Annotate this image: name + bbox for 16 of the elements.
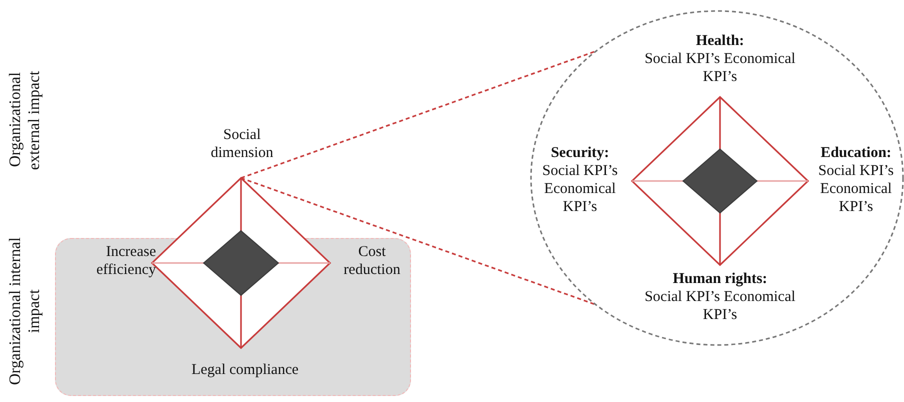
kpi-text: Social KPI’s Economical KPI’s [541,162,619,216]
kpi-text: Social KPI’s Economical KPI’s [817,162,895,216]
kpi-text: Social KPI’s Economical KPI’s [644,50,796,86]
dashed-connector [240,50,596,179]
kpi-heading: Security: [550,144,610,162]
vertex-label: Increase efficiency [95,243,156,279]
kpi-text: Social KPI’s Economical KPI’s [644,288,796,324]
vertex-label: Legal compliance [190,361,300,379]
kpi-heading: Education: [820,144,892,162]
dashed-connector [240,177,596,306]
kpi-heading: Health: [694,32,746,50]
kpi-heading: Human rights: [672,270,768,288]
vertex-label: Cost reduction [342,243,402,279]
vertex-label: Social dimension [210,126,274,162]
axis-label: Organizational internal impact [6,236,44,387]
axis-label: Organizational external impact [6,69,44,172]
